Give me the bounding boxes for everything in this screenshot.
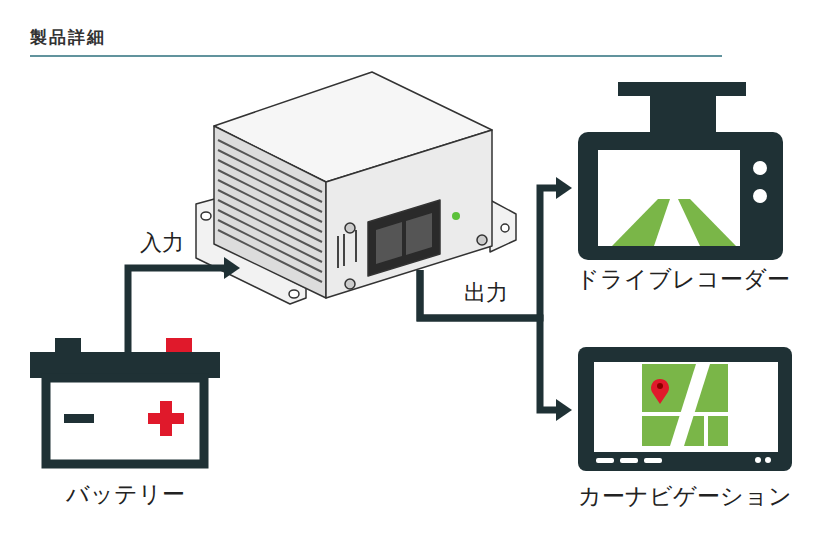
node-label: バッテリー	[66, 481, 185, 509]
connector-line	[420, 270, 557, 410]
converter-node	[240, 70, 520, 270]
connector-arrow	[420, 177, 572, 318]
connector-line	[420, 188, 557, 318]
navigation-icon	[578, 347, 792, 471]
arrow-head	[556, 399, 572, 421]
title-underline	[30, 55, 722, 57]
battery-node: バッテリー	[28, 352, 223, 513]
arrow-head	[224, 257, 240, 279]
navigation-node: カーナビゲーション	[572, 343, 797, 515]
dashcam-node: ドライブレコーダー	[572, 80, 794, 298]
dashcam-icon	[578, 82, 783, 260]
diagram-title: 製品詳細	[30, 26, 106, 49]
battery-icon	[30, 338, 220, 464]
arrow-head	[556, 177, 572, 199]
node-label: カーナビゲーション	[578, 483, 792, 511]
converter-unit	[196, 72, 516, 304]
node-label: ドライブレコーダー	[576, 266, 790, 294]
edge-label: 入力	[138, 230, 186, 256]
edge-label: 出力	[462, 280, 510, 306]
connector-arrow	[128, 257, 240, 352]
connector-arrow	[420, 270, 572, 421]
connector-line	[128, 268, 225, 352]
